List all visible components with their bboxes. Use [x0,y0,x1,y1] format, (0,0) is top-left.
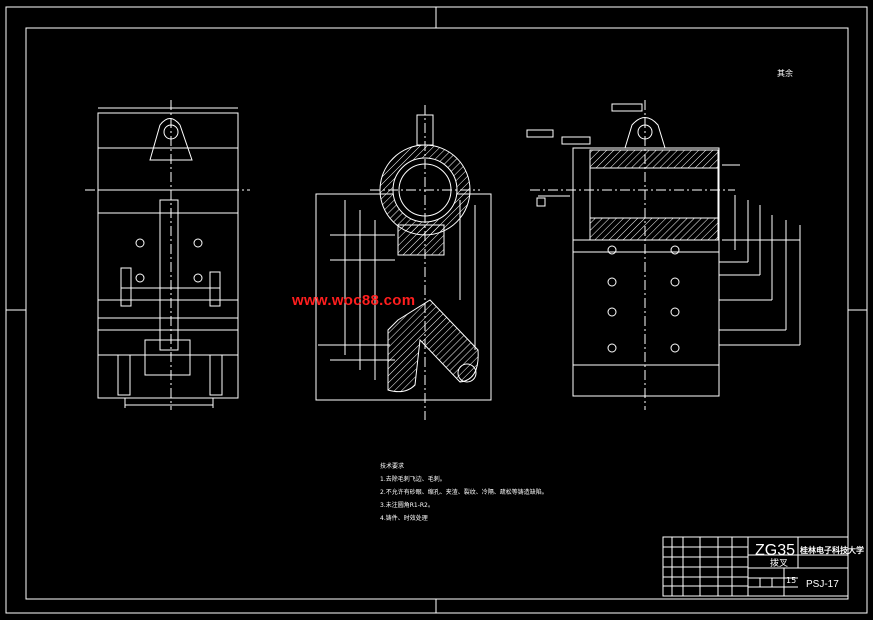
notes-item: 4.铸件、时效处理 [380,515,428,522]
notes-item: 1.去除毛刺飞边、毛刺。 [380,476,446,483]
right-view [526,100,801,410]
material-label: ZG35 [755,542,796,559]
title-block [662,536,849,597]
technical-notes: 技术要求 1.去除毛刺飞边、毛刺。 2.不允许有砂眼、缩孔、夹渣、裂纹、冷隔、疏… [380,460,548,525]
notes-item: 3.未注圆角R1-R2。 [380,502,434,509]
notes-item: 2.不允许有砂眼、缩孔、夹渣、裂纹、冷隔、疏松等铸造缺陷。 [380,489,548,496]
left-view [85,100,250,410]
drawing-number: PSJ-17 [806,579,839,590]
sheet-border [5,6,868,614]
university-name: 桂林电子科技大学 [800,546,864,555]
center-view [315,105,492,420]
part-name: 拨叉 [770,559,789,569]
watermark-text: www.woc88.com [292,292,416,309]
scale-cell: 15 [786,576,797,585]
notes-title: 技术要求 [380,463,405,470]
roughness-note: 其余 [777,69,793,78]
